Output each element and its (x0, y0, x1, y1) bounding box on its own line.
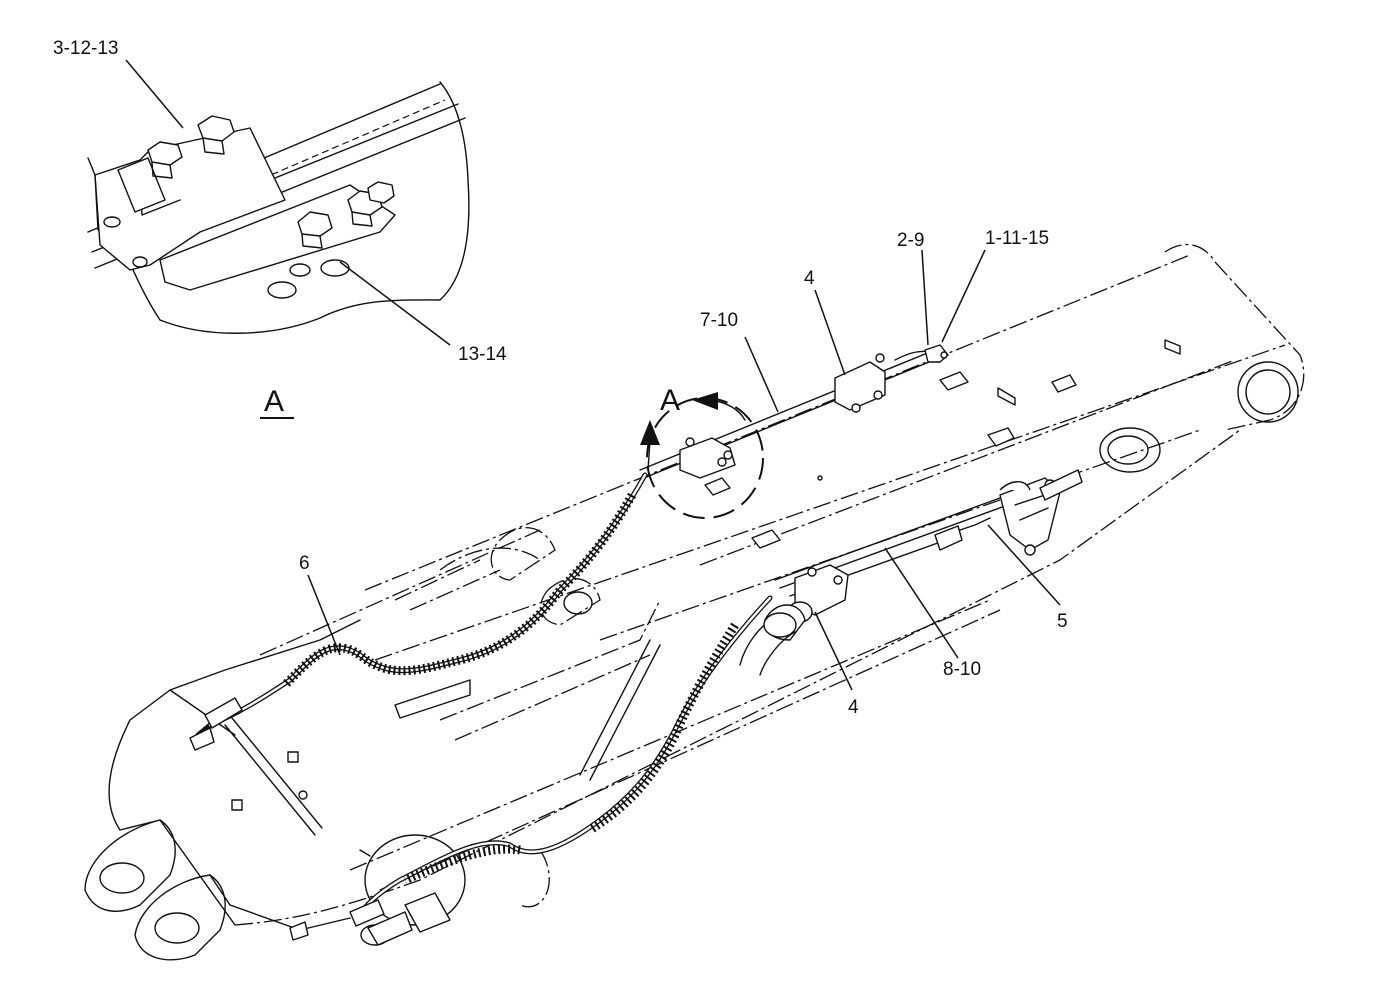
boom-foot-lugs (84, 819, 236, 961)
boom-top-edge (259, 254, 1286, 661)
callout-4-bottom: 4 (848, 697, 859, 718)
detail-a-indicator (640, 392, 764, 519)
boom-structure (84, 243, 1305, 961)
callout-13-14: 13-14 (458, 344, 507, 365)
valve-block (934, 469, 1083, 556)
top-face-blocks (231, 339, 1181, 811)
spiral-guard-8 (403, 622, 739, 885)
spiral-guard-6 (281, 492, 636, 689)
callout-5: 5 (1057, 611, 1068, 632)
tube-end-fitting (924, 344, 949, 363)
detail-lower-plate (159, 184, 396, 291)
callout-7-10: 7-10 (700, 310, 738, 331)
boom-bottom-edge (234, 429, 1241, 926)
lower-fittings (229, 892, 451, 946)
callout-4-top: 4 (804, 268, 815, 289)
callout-1-11-15: 1-11-15 (985, 228, 1049, 249)
detail-view-title: A (264, 385, 284, 418)
boom-tip (1164, 243, 1305, 431)
boom-foot (108, 619, 361, 831)
boom-tip-pin (1237, 361, 1299, 423)
detail-circle-label: A (660, 384, 680, 417)
callout-2-9: 2-9 (897, 230, 924, 251)
detail-boundary (87, 81, 470, 334)
detail-bolts-upper (147, 115, 235, 179)
callout-3-12-13: 3-12-13 (53, 38, 119, 59)
callout-6: 6 (299, 553, 310, 574)
lower-boss (364, 834, 466, 926)
leader-lines (125, 59, 1061, 691)
upper-clamp-1 (834, 353, 886, 413)
detail-view-a (87, 81, 470, 334)
cylinder-mount (394, 527, 601, 626)
callout-8-10: 8-10 (943, 659, 981, 680)
detail-circle (646, 397, 764, 519)
upper-clamp-2 (679, 437, 736, 479)
hose-8 (357, 595, 773, 918)
hydraulic-lines (189, 344, 1083, 946)
callout-labels: 3-12-13 13-14 2-9 1-11-15 4 7-10 6 5 8-1… (53, 38, 1068, 718)
detail-bolts-lower (267, 181, 395, 299)
